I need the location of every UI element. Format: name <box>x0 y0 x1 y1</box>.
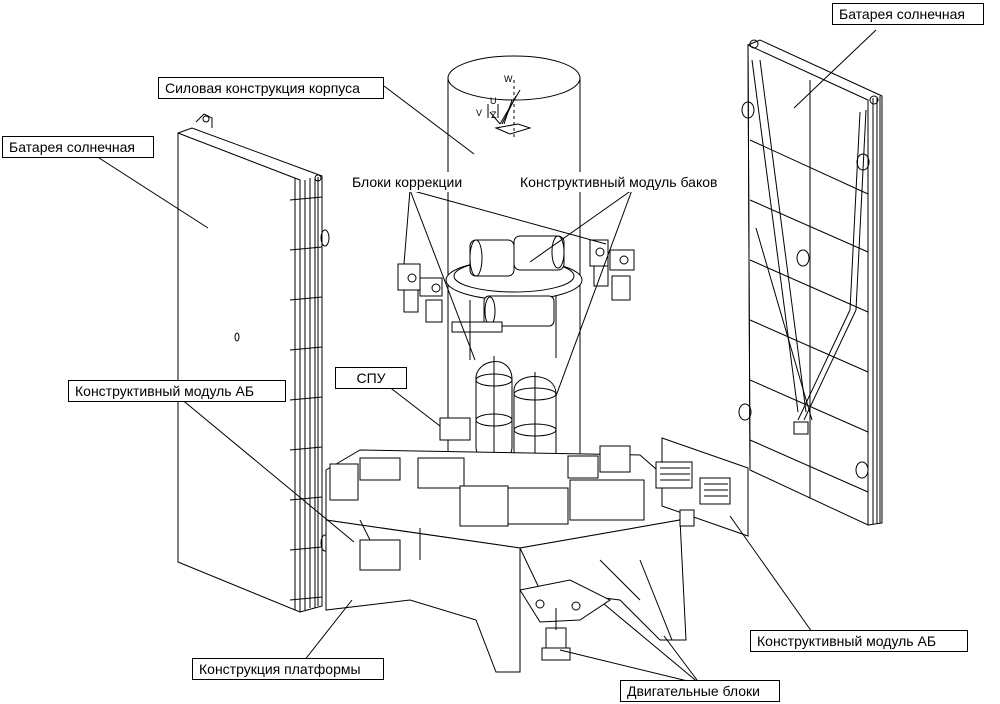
correction-blocks-drawing <box>397 239 635 323</box>
platform-drawing <box>325 445 687 673</box>
label-solar-battery-right: Батарея солнечная <box>832 3 984 25</box>
label-ab-module-left: Конструктивный модуль АБ <box>68 380 286 402</box>
label-tank-module: Конструктивный модуль баков <box>516 172 746 192</box>
label-ab-module-right: Конструктивный модуль АБ <box>750 630 968 652</box>
axis-w-label: W <box>504 74 513 84</box>
label-spu: СПУ <box>335 367 407 389</box>
left-solar-panel-drawing <box>177 113 330 613</box>
axis-z-label: Z <box>491 110 497 120</box>
body-cylinder-drawing <box>447 55 581 470</box>
label-engine-blocks: Двигательные блоки <box>620 680 780 702</box>
tank-module-drawing <box>445 235 583 360</box>
axis-triad: W V Z U <box>476 74 513 120</box>
leader-lines <box>95 29 877 685</box>
ab-module-right-drawing <box>655 437 749 537</box>
label-solar-battery-left: Батарея солнечная <box>2 136 154 158</box>
label-platform: Конструкция платформы <box>192 658 384 680</box>
label-correction-blocks: Блоки коррекции <box>348 172 474 192</box>
label-body-structure: Силовая конструкция корпуса <box>158 77 384 99</box>
spu-tanks-drawing <box>439 356 557 470</box>
axis-u-label: U <box>490 96 497 106</box>
right-solar-panel-drawing <box>738 39 883 526</box>
axis-v-label: V <box>476 108 482 118</box>
